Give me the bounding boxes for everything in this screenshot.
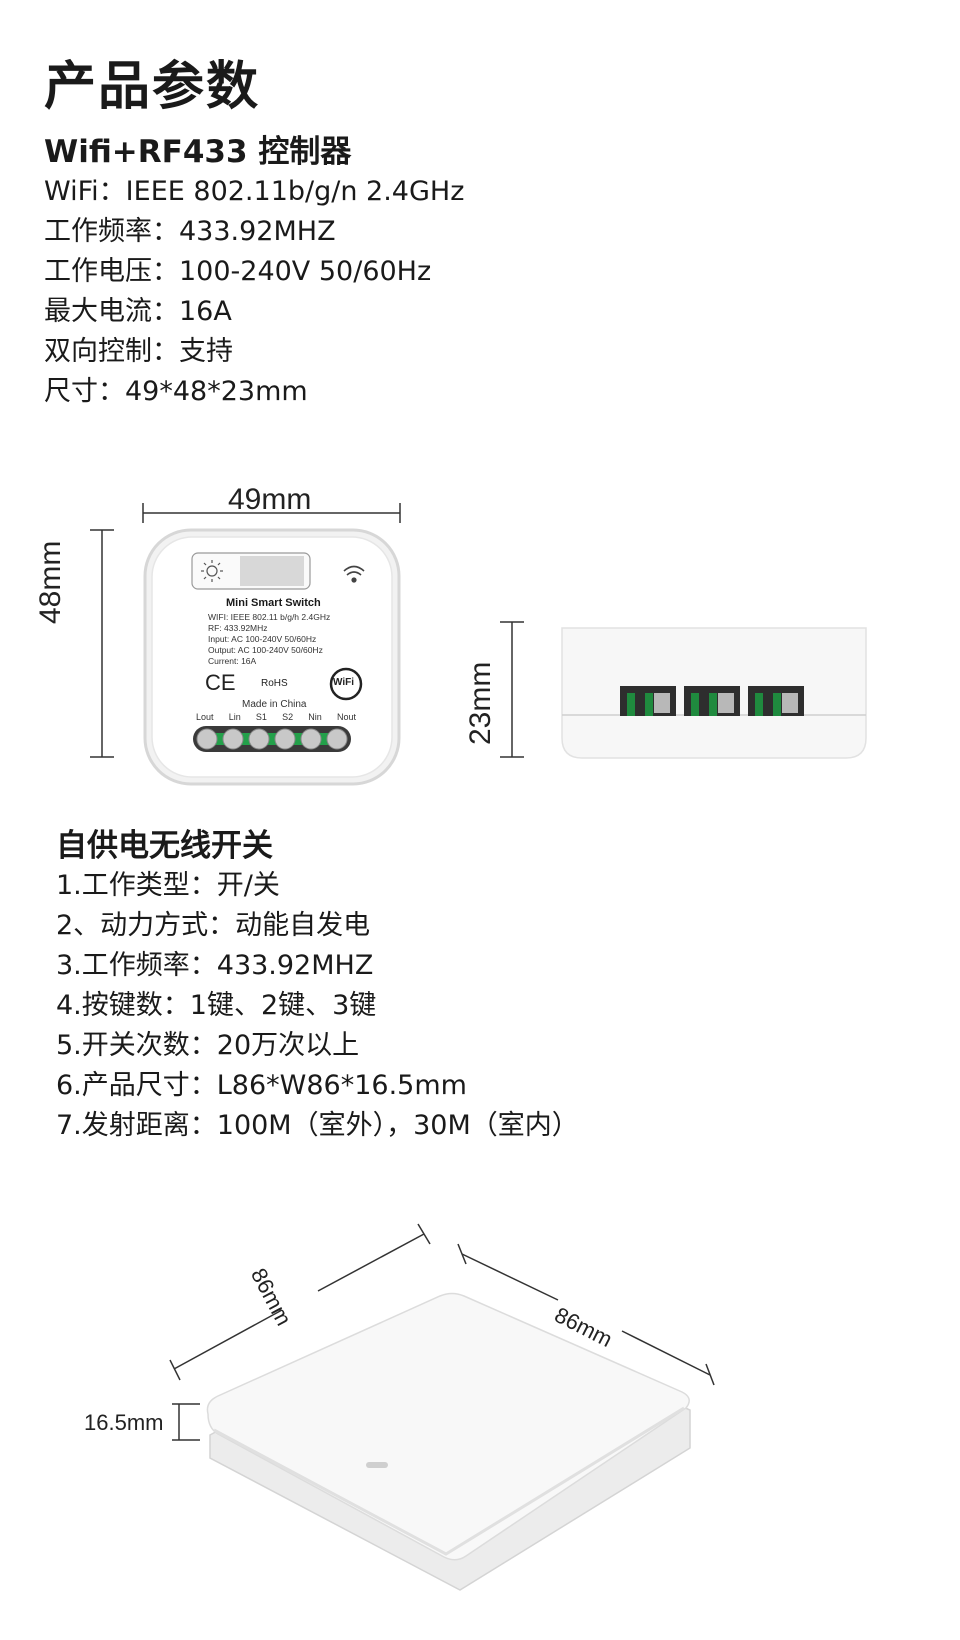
wireless-switch-specs: 自供电无线开关 1.工作类型：开/关 2、动力方式：动能自发电 3.工作频率：4… xyxy=(56,826,579,1146)
spec-row: 双向控制：支持 xyxy=(44,336,233,367)
width-dimension-label: 49mm xyxy=(228,483,312,516)
controller-specs: Wifi+RF433 控制器 WiFi：IEEE 802.11b/g/n 2.4… xyxy=(44,132,464,412)
depth-dimension xyxy=(500,621,524,758)
wifi-signal-icon xyxy=(343,565,365,583)
label-rf: RF: 433.92MHz xyxy=(208,623,268,633)
label-specs: WIFI: IEEE 802.11 b/g/h 2.4GHz RF: 433.9… xyxy=(208,612,330,667)
terminal-labels: Lout Lin S1 S2 Nin Nout xyxy=(196,712,356,722)
terminal-label: Lin xyxy=(228,712,241,722)
light-icon xyxy=(201,560,223,582)
terminal-label: S2 xyxy=(282,712,294,722)
wireless-switch-drawing xyxy=(169,1223,715,1591)
controller-front-view xyxy=(143,528,401,786)
depth-dimension-label: 23mm xyxy=(464,661,497,745)
page-title: 产品参数 xyxy=(44,57,261,117)
spec-row: 工作电压：100-240V 50/60Hz xyxy=(44,256,432,287)
label-input: Input: AC 100-240V 50/60Hz xyxy=(208,634,317,644)
height-dimension xyxy=(90,529,114,758)
wifi-badge: WiFi xyxy=(333,677,355,688)
spec-row: 1.工作类型：开/关 xyxy=(56,870,280,901)
spec-row: 2、动力方式：动能自发电 xyxy=(56,910,371,941)
spec-row: 尺寸：49*48*23mm xyxy=(44,376,308,407)
spec-row: 7.发射距离：100M（室外），30M（室内） xyxy=(56,1110,579,1141)
terminal-label: S1 xyxy=(255,712,267,722)
label-wifi: WIFI: IEEE 802.11 b/g/h 2.4GHz xyxy=(208,612,331,622)
ce-mark: CE xyxy=(205,670,236,695)
made-in-label: Made in China xyxy=(242,699,307,710)
spec-row: 4.按键数：1键、2键、3键 xyxy=(56,990,377,1021)
terminal-label: Nin xyxy=(308,712,322,722)
label-output: Output: AC 100-240V 50/60Hz xyxy=(208,645,323,655)
label-product-name: Mini Smart Switch xyxy=(226,597,321,609)
controller-heading: Wifi+RF433 控制器 xyxy=(44,134,352,170)
terminal-label: Lout xyxy=(196,712,214,722)
label-current: Current: 16A xyxy=(208,656,257,666)
spec-row: WiFi：IEEE 802.11b/g/n 2.4GHz xyxy=(44,176,465,207)
terminal-label: Nout xyxy=(336,712,356,722)
spec-row: 3.工作频率：433.92MHZ xyxy=(56,950,374,981)
spec-row: 5.开关次数：20万次以上 xyxy=(56,1030,360,1061)
wireless-switch-heading: 自供电无线开关 xyxy=(56,828,273,864)
terminal-screws xyxy=(196,728,348,750)
height-dimension-label: 48mm xyxy=(34,540,67,624)
switch-thickness-label: 16.5mm xyxy=(84,1410,164,1435)
width-dimension xyxy=(142,503,401,523)
spec-row: 6.产品尺寸：L86*W86*16.5mm xyxy=(56,1070,467,1101)
spec-row: 工作频率：433.92MHZ xyxy=(44,216,336,247)
controller-side-view xyxy=(561,627,867,759)
rohs-mark: RoHS xyxy=(261,678,288,689)
spec-row: 最大电流：16A xyxy=(44,296,232,327)
